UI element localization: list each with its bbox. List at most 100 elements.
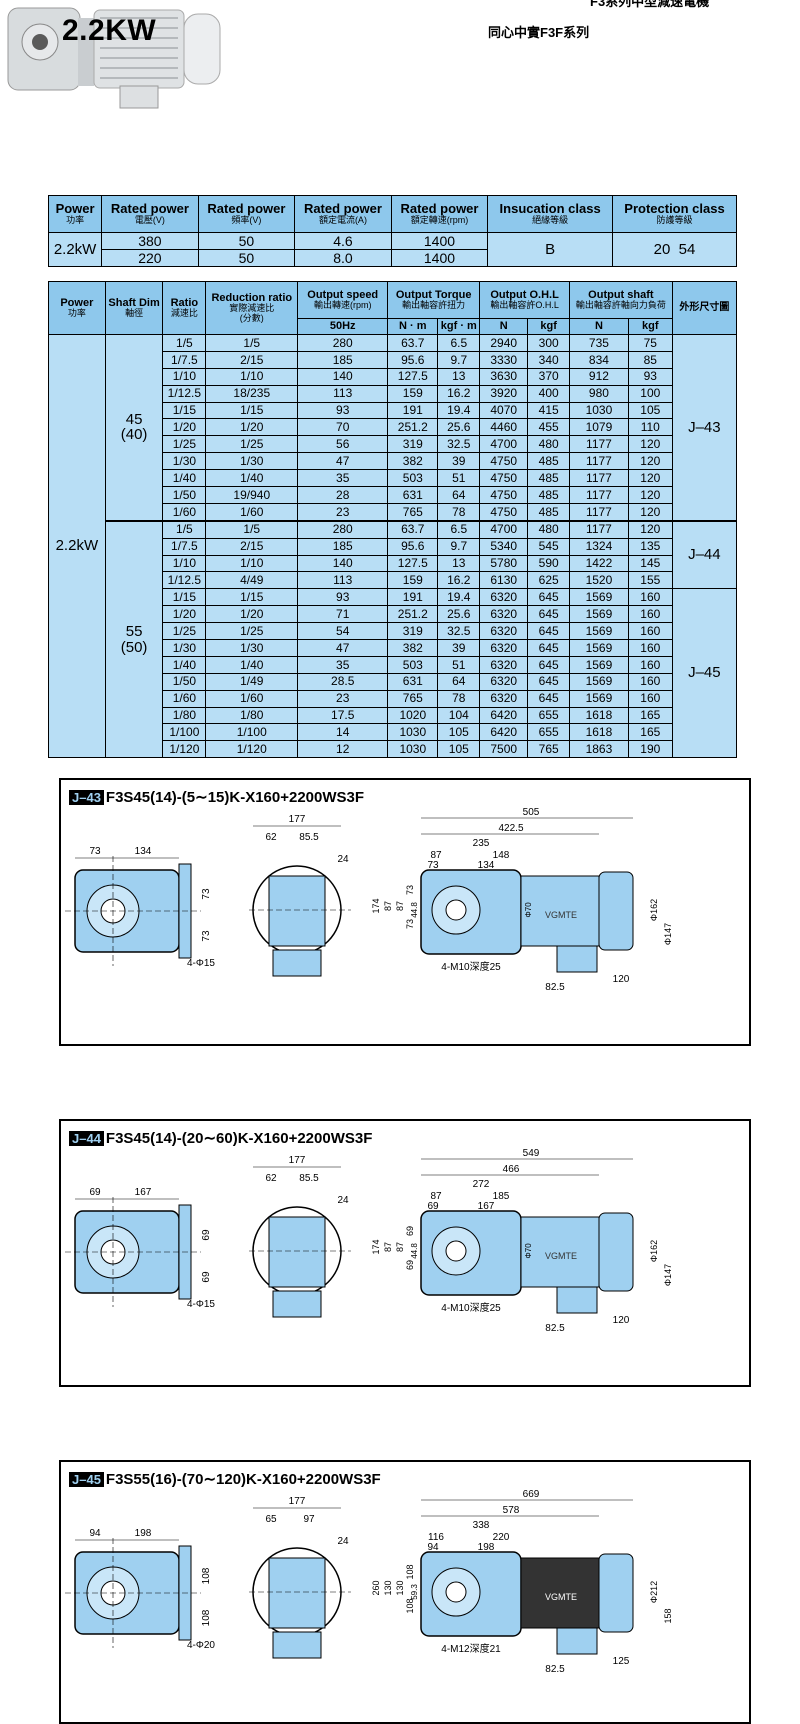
cell-speed: 14 (297, 723, 389, 742)
dimension-label: 174 (371, 1239, 381, 1254)
spec-rpm: 1400 (390, 249, 489, 267)
cell-speed: 23 (297, 689, 389, 708)
cell-speed: 28 (297, 486, 389, 504)
dimension-label: Φ147 (663, 923, 673, 945)
dimension-label: 167 (135, 1187, 152, 1198)
cell-reduction: 1/49 (205, 672, 299, 691)
dimension-label: 82.5 (545, 982, 565, 993)
cell-axial-n: 1569 (569, 605, 629, 624)
cell-reduction: 1/15 (205, 401, 299, 420)
cell-axial-kgf: 160 (627, 588, 673, 607)
cell-axial-n: 1177 (569, 519, 629, 539)
cell-ohl-kgf: 645 (527, 588, 571, 607)
cell-torque-nm: 127.5 (387, 554, 439, 573)
assembly-terminal-box (556, 1627, 598, 1655)
cell-torque-nm: 191 (387, 588, 439, 607)
cell-speed: 17.5 (297, 706, 389, 725)
dimension-label: 24 (337, 1536, 349, 1547)
cell-speed: 23 (297, 502, 389, 522)
cell-axial-kgf: 160 (627, 605, 673, 624)
assembly-motor (520, 875, 600, 947)
cell-ratio: 1/10 (162, 367, 207, 386)
cell-torque-nm: 127.5 (387, 367, 439, 386)
cell-speed: 113 (297, 384, 389, 403)
dimension-label: 177 (289, 1155, 306, 1166)
dimension-label: 82.5 (545, 1323, 565, 1334)
brand-label: VGMTE (545, 1592, 577, 1602)
assembly-motor (520, 1557, 600, 1629)
cell-axial-n: 1422 (569, 554, 629, 573)
dimension-label: 134 (478, 860, 495, 871)
unit-n: N (569, 318, 629, 335)
cell-axial-kgf: 165 (627, 706, 673, 725)
cell-ratio: 1/60 (162, 689, 207, 708)
cell-torque-kgfm: 9.7 (437, 537, 481, 556)
unit-kgf: kgf (627, 318, 673, 335)
brand-label: VGMTE (545, 910, 577, 920)
cell-torque-nm: 765 (387, 689, 439, 708)
cell-ohl-kgf: 645 (527, 689, 571, 708)
cell-axial-kgf: 165 (627, 723, 673, 742)
cell-speed: 93 (297, 401, 389, 420)
dimension-label: 338 (473, 1520, 490, 1531)
cell-speed: 185 (297, 350, 389, 369)
cell-speed: 280 (297, 519, 389, 539)
cell-torque-nm: 1030 (387, 740, 439, 759)
cell-ohl-n: 3330 (479, 350, 529, 369)
cell-torque-kgfm: 64 (437, 486, 481, 504)
cell-ohl-n: 6320 (479, 605, 529, 624)
cell-axial-kgf: 160 (627, 655, 673, 674)
cell-reduction: 1/40 (205, 469, 299, 488)
cell-ohl-n: 4750 (479, 452, 529, 471)
perf-shaft: 55(50) (104, 519, 164, 759)
dimension-label: 24 (337, 854, 349, 865)
cell-axial-kgf: 160 (627, 689, 673, 708)
cell-reduction: 1/80 (205, 706, 299, 725)
dimension-label: 4-M10深度25 (441, 960, 501, 973)
dimension-label: 134 (135, 846, 152, 857)
cell-axial-kgf: 100 (627, 384, 673, 403)
cell-reduction: 1/10 (205, 367, 299, 386)
assembly-terminal-box (556, 1286, 598, 1314)
cell-ohl-n: 6320 (479, 588, 529, 607)
series-label: 同心中實F3F系列 (488, 25, 590, 40)
cell-axial-kgf: 120 (627, 435, 673, 454)
cell-torque-kgfm: 13 (437, 367, 481, 386)
cell-torque-nm: 503 (387, 655, 439, 674)
dimension-label: 130 (383, 1580, 393, 1595)
dimension-label: 73 (201, 930, 212, 942)
cell-ratio: 1/50 (162, 486, 207, 504)
cell-torque-nm: 1020 (387, 706, 439, 725)
dimension-label: 130 (395, 1580, 405, 1595)
dimension-label: 87 (383, 1242, 393, 1252)
dimension-label: 62 (265, 1173, 277, 1184)
assembly-shaft (445, 1240, 467, 1262)
dimension-label: 167 (478, 1201, 495, 1212)
cell-ohl-n: 7500 (479, 740, 529, 759)
dimension-label: 148 (493, 850, 510, 861)
cell-ratio: 1/40 (162, 655, 207, 674)
dimension-label: 69 (405, 1260, 415, 1270)
assembly-fan-cover (598, 871, 634, 951)
cell-ohl-kgf: 590 (527, 554, 571, 573)
dimension-label: 4-Φ20 (187, 1640, 215, 1651)
dimension-label: 24 (337, 1195, 349, 1206)
cell-speed: 93 (297, 588, 389, 607)
